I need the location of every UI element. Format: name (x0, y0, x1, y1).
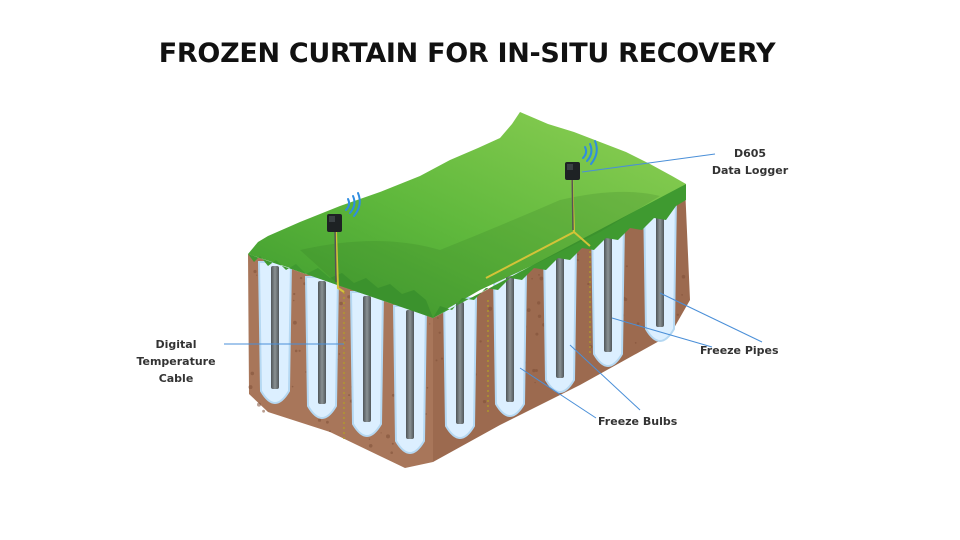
soil-speck (426, 386, 429, 389)
soil-speck (339, 301, 343, 306)
soil-speck (248, 385, 253, 390)
freeze-pipe (406, 310, 414, 439)
grass-edge (248, 184, 686, 318)
temperature-cable-label-line: Temperature (136, 355, 216, 368)
soil-speck (391, 442, 394, 445)
soil-speck (625, 265, 628, 268)
soil-speck (534, 369, 538, 372)
leader-lines (224, 153, 763, 419)
soil-speck (380, 432, 382, 434)
data-logger-label-line: Data Logger (711, 164, 789, 177)
soil-speck (636, 322, 640, 325)
soil-speck (329, 430, 331, 433)
soil-speck (368, 438, 371, 440)
freeze-pipe (556, 251, 564, 378)
soil-speck (250, 371, 255, 376)
freeze-pipe (363, 296, 371, 422)
soil-speck (623, 297, 628, 302)
data-logger-label: D605 Data Logger (700, 145, 800, 179)
soil-speck (681, 294, 683, 296)
soil-speck (299, 276, 303, 280)
grass-shading (300, 191, 660, 318)
freeze-pipe (604, 226, 612, 352)
bulbs-leader-line (519, 367, 597, 419)
logger-leader-line (581, 153, 716, 173)
soil-speck (293, 292, 296, 296)
freeze-pipe (506, 276, 514, 402)
soil-speck (390, 451, 394, 455)
freeze-pipe (318, 281, 326, 404)
soil-front-face (248, 254, 433, 468)
soil-speck (531, 277, 533, 280)
soil-speck (368, 444, 373, 448)
bulbs-leader-line (569, 344, 641, 411)
soil-speck (391, 393, 395, 397)
signal-waves-icon (345, 192, 361, 217)
soil-speck (532, 368, 536, 373)
soil-speck (293, 320, 297, 325)
soil-speck (537, 314, 542, 318)
soil-speck (305, 371, 307, 373)
soil-speck (257, 402, 261, 407)
pipes-leader-line (611, 317, 713, 348)
soil-speck (437, 317, 439, 319)
soil-speck (317, 418, 322, 422)
soil-speck (537, 301, 541, 305)
soil-speck (488, 306, 493, 311)
soil-speck (344, 339, 346, 341)
soil-speck (576, 259, 579, 262)
soil-speck (676, 313, 679, 316)
soil-speck (262, 409, 265, 413)
pipes-leader-line (659, 292, 763, 343)
freeze-pipes-label: Freeze Pipes (700, 344, 779, 357)
signal-waves-icon (582, 140, 598, 165)
soil-speck (526, 308, 531, 312)
soil-speck (425, 413, 427, 415)
soil-speck (634, 342, 637, 344)
soil-speck (386, 434, 390, 439)
soil-speck (440, 357, 444, 360)
soil-speck (253, 269, 257, 274)
soil-speck (538, 274, 540, 276)
digital-temperature-cables (343, 246, 591, 440)
soil-speck (294, 349, 298, 353)
soil-speck (587, 282, 590, 286)
soil-speck (292, 299, 295, 302)
soil-speck (479, 340, 482, 343)
soil-speck (577, 253, 579, 256)
soil-speck (291, 385, 294, 388)
freeze-bulbs-label: Freeze Bulbs (598, 415, 678, 428)
soil-speck (338, 353, 341, 355)
data-logger (565, 162, 580, 231)
data-logger-label-line: D605 (733, 147, 767, 160)
soil-speck (429, 323, 431, 325)
soil-speck (438, 331, 441, 334)
soil-speck (256, 274, 258, 276)
soil-speck (482, 400, 487, 404)
soil-speck (534, 381, 536, 384)
temperature-cable-label: Digital Temperature Cable (126, 336, 226, 387)
freeze-pipes (271, 200, 664, 439)
freeze-pipe (656, 200, 664, 327)
soil-speck (681, 274, 686, 279)
soil-speck (348, 394, 351, 397)
soil-speck (535, 332, 539, 336)
soil-speck (539, 276, 544, 281)
page-title: FROZEN CURTAIN FOR IN-SITU RECOVERY (158, 38, 776, 69)
temperature-cable-label-line: Digital (155, 338, 197, 351)
temperature-cable-label-line: Cable (158, 372, 194, 385)
soil-speck (326, 420, 329, 424)
soil-speck (435, 359, 438, 362)
freeze-pipe (456, 302, 464, 424)
soil-speck (298, 349, 301, 352)
freeze-pipe (271, 266, 279, 389)
data-logger (327, 214, 342, 283)
soil-speck (347, 295, 351, 299)
